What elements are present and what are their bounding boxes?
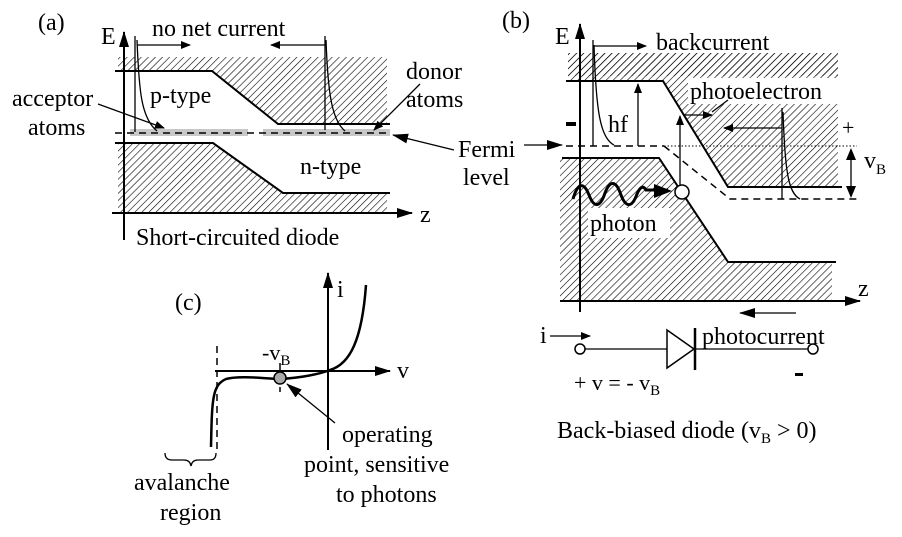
n-type-label-bg: [296, 152, 378, 180]
photoelectron-label-bg: [688, 78, 840, 104]
fermi-label-line2: level: [463, 165, 510, 191]
voltage-axis-label: v: [397, 358, 409, 384]
acceptor-label-line1: acceptor: [12, 86, 93, 112]
z-axis-label-a: z: [420, 202, 431, 228]
terminal-right: [807, 343, 819, 355]
p-type-label: p-type: [150, 83, 211, 109]
electron-distribution-curve-b: [782, 111, 801, 200]
electron-distribution-curve: [325, 39, 346, 132]
hf-label: hf: [608, 112, 628, 138]
avalanche-brace: [164, 452, 217, 467]
p-side-minus-sign: [566, 122, 576, 126]
hole-circle: [674, 184, 690, 200]
terminal-left: [574, 343, 586, 355]
acceptor-pointer-arrow: [97, 103, 165, 129]
diode-symbol: [666, 328, 696, 370]
photoelectron-label: photoelectron: [690, 79, 822, 105]
fermi-level-n-side: [663, 145, 857, 200]
voltage-equation: + v = - vB: [574, 370, 660, 399]
donor-pointer-arrow: [373, 83, 421, 131]
operating-label-line3: to photons: [336, 482, 437, 508]
operating-point-pointer: [286, 383, 336, 424]
conduction-band-fill: [118, 57, 387, 125]
panel-a-label: (a): [38, 10, 65, 36]
backcurrent-label: backcurrent: [656, 30, 770, 56]
panel-c-label: (c): [175, 290, 202, 316]
current-i-label: i: [540, 323, 547, 349]
conduction-band-edge: [115, 70, 390, 125]
photon-label: photon: [590, 211, 657, 237]
conduction-band-edge-b: [566, 80, 842, 188]
panel-b: (b) E z backcurrent hf phot: [502, 8, 886, 447]
donor-label-line1: donor: [406, 59, 462, 85]
energy-axis-label-a: E: [101, 24, 116, 50]
donor-level-band: [263, 129, 390, 136]
panel-a: (a) E z no net current p-type n-type: [12, 10, 463, 251]
valence-band-edge: [115, 142, 390, 194]
panel-c: (c) i v -vB operating point, sensitive t…: [134, 272, 449, 526]
vb-arrow-down: [846, 186, 856, 198]
vb-arrow-up: [846, 148, 856, 160]
fermi-level-annotation: Fermi level: [392, 133, 563, 191]
circuit-minus-sign: [795, 373, 803, 376]
neg-vb-label: -vB: [262, 340, 290, 369]
panel-b-caption: Back-biased diode (vB > 0): [557, 418, 816, 447]
fermi-label-line1: Fermi: [458, 137, 516, 163]
photon-arrowhead: [654, 184, 672, 198]
photon-wave: [571, 182, 668, 207]
avalanche-label-line1: avalanche: [134, 470, 230, 496]
photoelectron-pointer: [711, 99, 729, 113]
valence-band-fill: [118, 143, 387, 212]
panel-a-caption: Short-circuited diode: [136, 225, 339, 251]
fermi-arrow-to-a: [392, 133, 455, 151]
operating-point: [273, 371, 287, 385]
panel-b-label: (b): [502, 8, 530, 34]
hole-distribution-curve: [136, 39, 158, 132]
photon-label-bg: [588, 208, 670, 238]
operating-label-line1: operating: [342, 422, 433, 448]
energy-axis-label-b: E: [555, 24, 570, 50]
n-type-label: n-type: [300, 154, 361, 180]
donor-label-line2: atoms: [406, 87, 463, 113]
vb-label-main: vB: [864, 148, 886, 178]
acceptor-label-line2: atoms: [28, 115, 85, 141]
operating-label-line2: point, sensitive: [304, 452, 449, 478]
valence-band-fill-b: [560, 158, 832, 300]
plus-sign: +: [842, 115, 854, 140]
current-axis-label: i: [337, 277, 344, 303]
photocurrent-label: photocurrent: [702, 324, 825, 350]
hole-distribution-curve-b: [593, 44, 615, 146]
no-net-current-label: no net current: [152, 16, 286, 42]
valence-band-edge-b: [562, 157, 836, 263]
z-axis-label-b: z: [858, 276, 869, 302]
avalanche-label-line2: region: [160, 500, 221, 526]
